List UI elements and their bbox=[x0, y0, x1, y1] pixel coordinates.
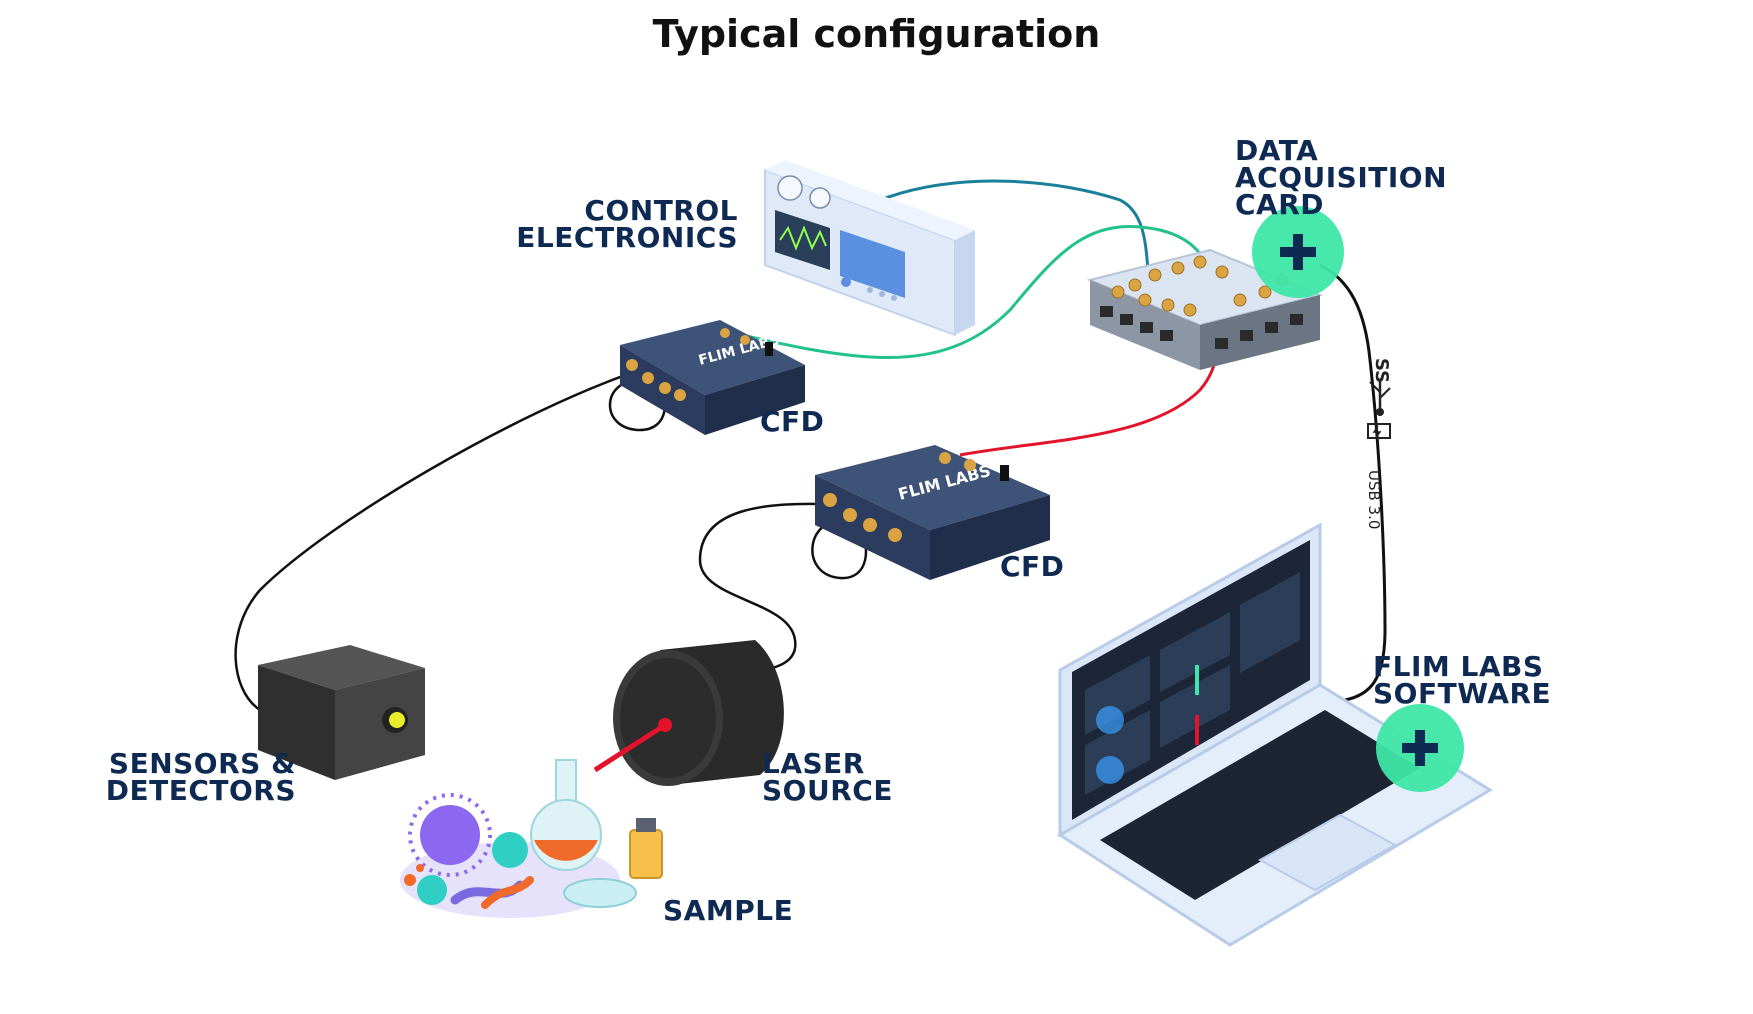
usb-icon bbox=[1367, 380, 1391, 439]
label-flim-labs-software: FLIM LABS SOFTWARE bbox=[1373, 650, 1552, 710]
sample-illustration bbox=[400, 759, 663, 918]
data-acquisition-card-device bbox=[1086, 248, 1324, 761]
page-title: Typical configuration bbox=[652, 12, 1101, 56]
label-sensors-detectors: SENSORS & DETECTORS bbox=[105, 747, 296, 807]
cable-cfd-top-to-detector bbox=[234, 368, 641, 712]
cable-control-to-daq bbox=[879, 179, 1152, 286]
control-electronics-device bbox=[764, 160, 975, 337]
label-data-acquisition-card: DATA ACQUISITION CARD bbox=[1235, 134, 1448, 221]
sensor-detector-device bbox=[258, 645, 425, 780]
cfd-device-bottom: FLIM LABS bbox=[815, 445, 1050, 580]
label-sample: SAMPLE bbox=[663, 894, 794, 927]
label-cfd-top: CFD bbox=[760, 405, 825, 438]
cfd-device-top: FLIM LABS bbox=[620, 320, 805, 435]
daq-plus-badge bbox=[1252, 206, 1344, 298]
software-plus-badge bbox=[1376, 704, 1464, 792]
cable-cfd-top-to-daq bbox=[719, 225, 1212, 359]
cable-cfd-bottom-loop bbox=[811, 518, 868, 580]
label-laser-source: LASER SOURCE bbox=[762, 747, 893, 807]
usb-label: USB 3.0 bbox=[1365, 470, 1383, 530]
cable-daq-to-laptop-usb bbox=[1319, 263, 1387, 702]
laser-source-device bbox=[593, 640, 784, 786]
cable-cfd-bottom-to-laser bbox=[698, 502, 846, 672]
label-cfd-bottom: CFD bbox=[1000, 550, 1065, 583]
label-control-electronics: CONTROL ELECTRONICS bbox=[516, 194, 738, 254]
usb-ss-label: SS bbox=[1371, 358, 1392, 384]
